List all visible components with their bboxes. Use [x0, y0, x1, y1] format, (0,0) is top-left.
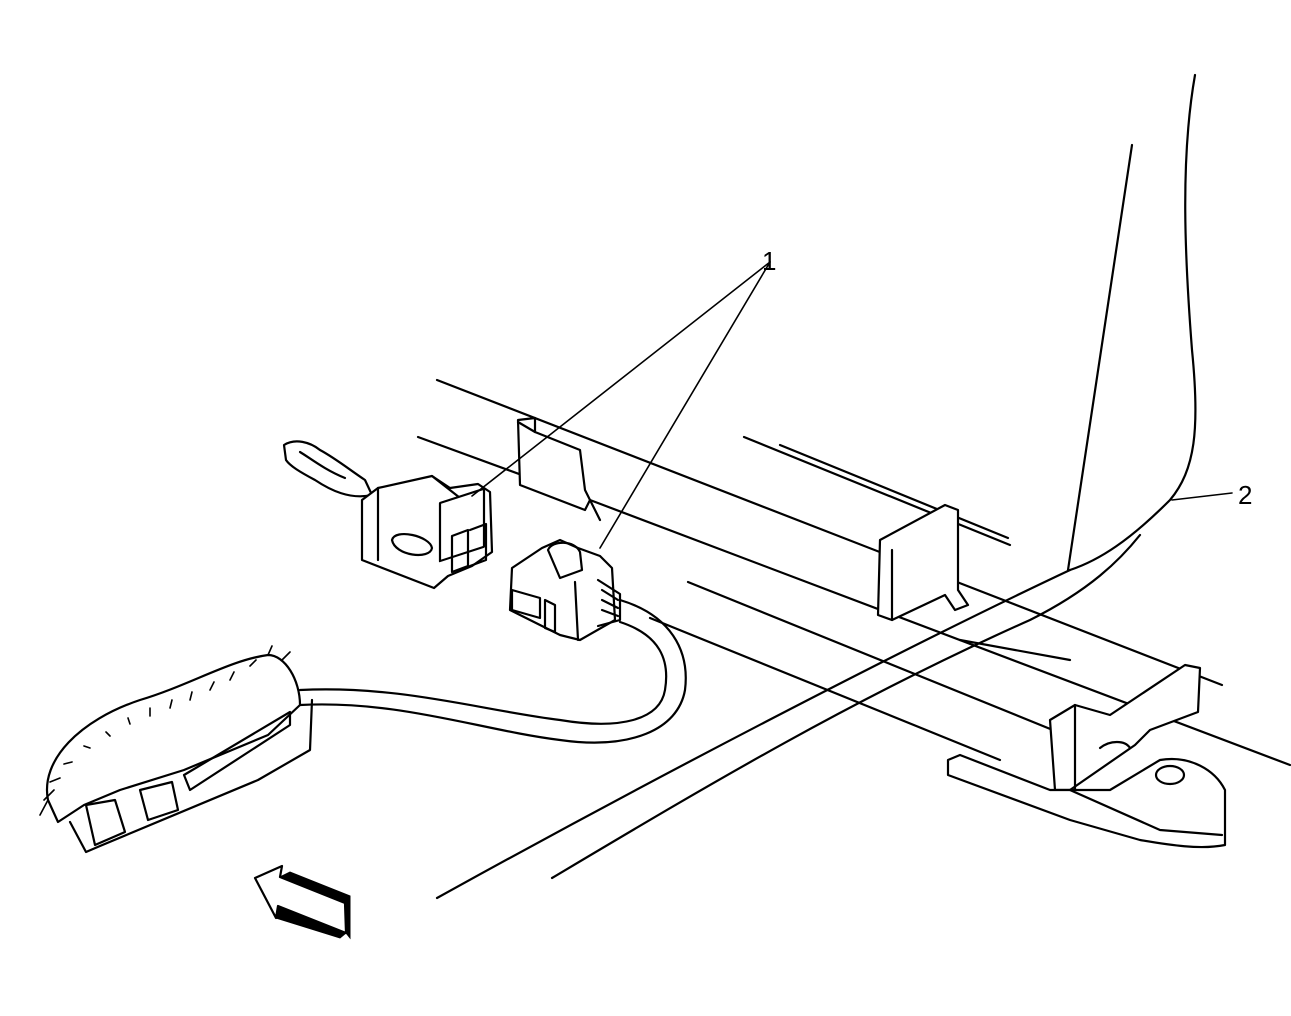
seat-panel — [435, 73, 1197, 900]
leader-lines — [471, 261, 1233, 549]
floor-lines — [416, 378, 1291, 767]
wire-harness — [39, 598, 687, 854]
callout-label-1: 1 — [762, 246, 776, 276]
rail-bracket-middle — [876, 503, 970, 622]
upper-connector — [282, 440, 494, 590]
arrow-icon — [253, 864, 351, 940]
rail-bracket-left — [516, 416, 592, 512]
rail-bracket-right — [946, 663, 1227, 849]
callout-label-2: 2 — [1238, 480, 1252, 510]
lower-connector — [508, 538, 622, 642]
